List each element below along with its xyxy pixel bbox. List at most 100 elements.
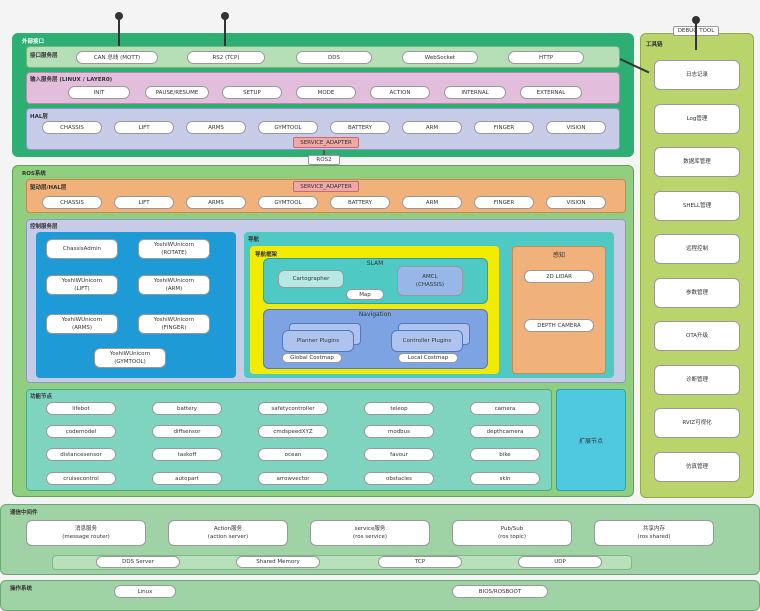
hal-pill-lift: LIFT: [114, 121, 174, 134]
input-pill-init: INIT: [68, 86, 130, 99]
middleware-box-label: 共享内存: [642, 526, 665, 532]
middleware-box: 消息服务 (message router): [26, 520, 146, 546]
function-node-item: cruisecontrol: [46, 472, 116, 485]
hal-pill-arms: ARMS: [186, 121, 246, 134]
transport-pill: DDS Server: [96, 556, 180, 568]
middleware-box-label: 消息服务: [74, 526, 97, 532]
function-node-item: taskoff: [152, 448, 222, 461]
input-pill-setup: SETUP: [222, 86, 282, 99]
top-arrow-2-head: [221, 12, 229, 20]
extension-node-box: [556, 389, 626, 491]
driver-pill-lift: LIFT: [114, 196, 174, 209]
input-pill-action: ACTION: [370, 86, 430, 99]
hal-pill-gymtool: GYMTOOL: [258, 121, 318, 134]
function-node-item: arrowvector: [258, 472, 328, 485]
function-node-item: autopart: [152, 472, 222, 485]
service-gymtool: YoshiWUnicorn(GYMTOOL): [94, 348, 166, 368]
os-title: 操作系统: [10, 586, 33, 592]
service-arms: YoshiWUnicorn(ARMS): [46, 314, 118, 334]
ros-connector-label: ROS2: [308, 155, 340, 165]
hal-pill-vision: VISION: [546, 121, 606, 134]
middleware-box-sublabel: (ros topic): [498, 534, 526, 540]
navigation-container-title: 导航: [248, 237, 260, 243]
driver-service-adapter-badge: SERVICE_ADAPTER: [293, 181, 359, 192]
function-node-item: skin: [470, 472, 540, 485]
transport-pill: TCP: [378, 556, 462, 568]
toolchain-item: 参数管理: [654, 277, 740, 308]
input-pill-pause: PAUSE/RESUME: [145, 86, 209, 99]
top-arrow-1: [118, 14, 120, 48]
middleware-box-sublabel: (action server): [207, 534, 249, 540]
driver-layer-title: 驱动层/HAL层: [30, 185, 67, 191]
amcl-box: AMCL(CHASSIS): [397, 266, 463, 296]
driver-pill-gymtool: GYMTOOL: [258, 196, 318, 209]
interface-pill-websocket: WebSocket: [402, 51, 478, 64]
input-layer-title: 输入服务层 (LINUX / LAYER0): [30, 77, 113, 83]
middleware-box-sublabel: (message router): [62, 534, 110, 540]
hal-pill-arm: ARM: [402, 121, 462, 134]
service-rotate: YoshiWUnicorn(ROTATE): [138, 239, 210, 259]
transport-pill: Shared Memory: [236, 556, 320, 568]
function-node-item: modbus: [364, 425, 434, 438]
interface-pill-dds: DDS: [296, 51, 372, 64]
hal-pill-chassis: CHASSIS: [42, 121, 102, 134]
toolchain-item: 数据库管理: [654, 147, 740, 177]
local-costmap-label: Local Costmap: [398, 353, 458, 363]
nav-framework-title: 导航框架: [255, 252, 278, 258]
driver-pill-arms: ARMS: [186, 196, 246, 209]
middleware-box: Action服务(action server): [168, 520, 288, 546]
function-node-item: safetycontroller: [258, 402, 328, 415]
global-costmap-label: Global Costmap: [282, 353, 342, 363]
toolchain-item: RVIZ可视化: [654, 408, 740, 438]
function-node-item: teleop: [364, 402, 434, 415]
driver-pill-arm: ARM: [402, 196, 462, 209]
function-node-item: bike: [470, 448, 540, 461]
middleware-box-label: service服务: [354, 526, 386, 532]
function-node-item: depthcamera: [470, 425, 540, 438]
interface-layer-title: 接口服务层: [30, 53, 58, 59]
os-area: [0, 580, 760, 611]
interface-pill-can: CAN 总线 (MQTT): [76, 51, 158, 64]
function-node-item: diffsensor: [152, 425, 222, 438]
debug-arrow-head: [692, 16, 700, 24]
function-node-item: lifebot: [46, 402, 116, 415]
middleware-box: 共享内存 (ros shared): [594, 520, 714, 546]
toolchain-item: OTA升级: [654, 321, 740, 351]
ros-system-title: ROS系统: [22, 171, 46, 177]
top-arrow-2: [224, 14, 226, 48]
service-lift: YoshiWUnicorn(LIFT): [46, 275, 118, 295]
driver-pill-vision: VISION: [546, 196, 606, 209]
function-node-item: codemodel: [46, 425, 116, 438]
toolchain-item: Log管理: [654, 103, 740, 134]
perception-title: 感知: [552, 252, 565, 259]
navigation-title: Navigation: [358, 311, 392, 318]
driver-pill-battery: BATTERY: [330, 196, 390, 209]
function-node-item: favour: [364, 448, 434, 461]
function-node-item: obstacles: [364, 472, 434, 485]
middleware-box-label: Pub/Sub: [500, 526, 524, 532]
toolchain-item: 诊断管理: [654, 364, 740, 395]
transport-strip: [52, 555, 632, 570]
toolchain-item: 仿真管理: [654, 451, 740, 482]
function-node-item: battery: [152, 402, 222, 415]
driver-pill-finger: FINGER: [474, 196, 534, 209]
middleware-box-sublabel: (ros service): [352, 534, 388, 540]
service-layer-title: 控制服务层: [30, 224, 58, 230]
toolchain-item: SHELL管理: [654, 190, 740, 221]
middleware-box-sublabel: (ros shared): [637, 534, 671, 540]
driver-pill-chassis: CHASSIS: [42, 196, 102, 209]
os-linux: Linux: [114, 585, 176, 598]
top-arrow-1-head: [115, 12, 123, 20]
function-node-item: camera: [470, 402, 540, 415]
hal-service-adapter-badge: SERVICE_ADAPTER: [293, 137, 359, 148]
toolchain-title: 工具链: [646, 42, 663, 48]
hal-layer-title: HAL层: [30, 114, 48, 120]
service-finger: YoshiWUnicorn(FINGER): [138, 314, 210, 334]
input-pill-external: EXTERNAL: [520, 86, 582, 99]
cartographer-box: Cartographer: [278, 270, 344, 288]
debug-arrow: [695, 20, 697, 50]
interface-pill-rs2: RS2 (TCP): [187, 51, 265, 64]
interface-pill-http: HTTP: [508, 51, 584, 64]
function-node-title: 功能节点: [30, 394, 53, 400]
input-pill-mode: MODE: [296, 86, 356, 99]
